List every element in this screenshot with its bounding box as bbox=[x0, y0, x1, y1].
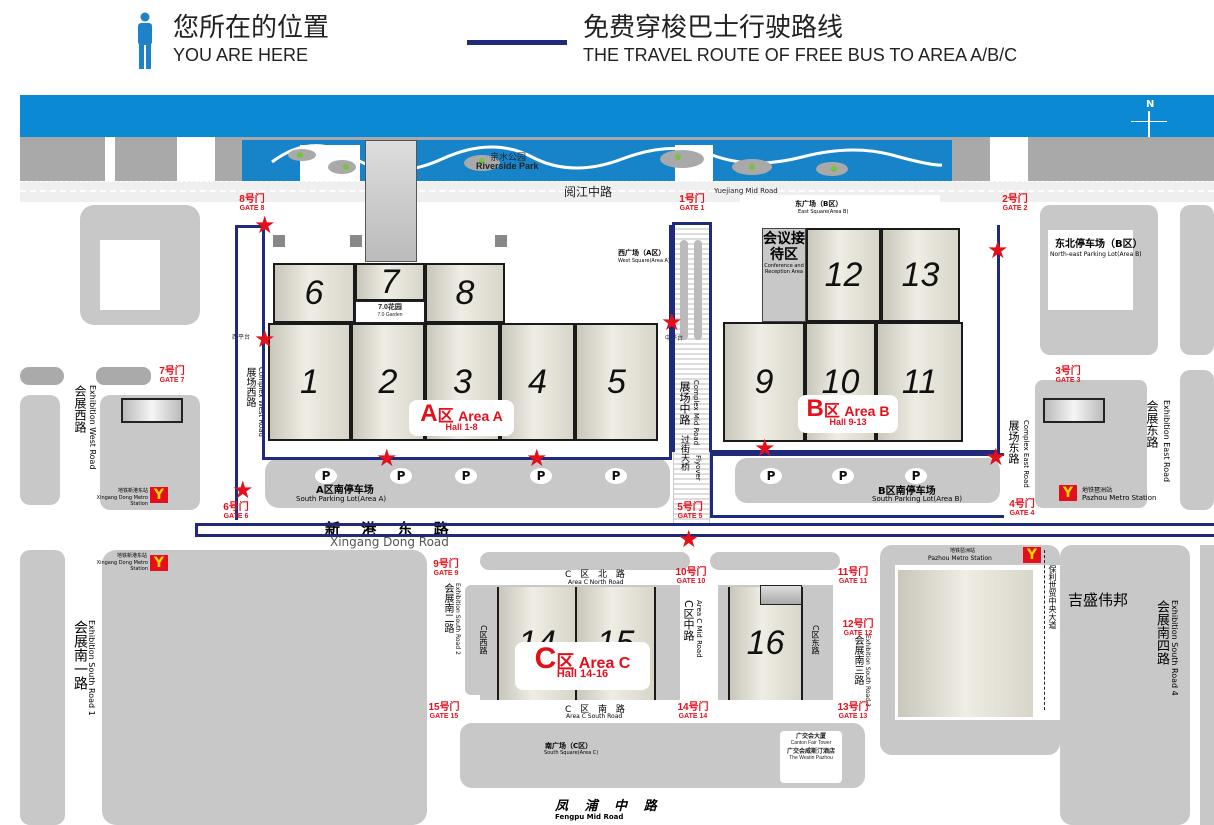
route-cn: 免费穿梭巴士行驶路线 bbox=[583, 13, 844, 43]
route-b-south bbox=[710, 453, 1004, 518]
jisheng-label: 吉盛伟邦 bbox=[1068, 591, 1129, 609]
canton-fair-tower[interactable]: 广交会大厦 Canton Fair Tower 广交会威斯汀酒店 The Wes… bbox=[780, 731, 842, 783]
star-central-platform: ★ bbox=[661, 308, 683, 336]
hall-16[interactable]: 16 bbox=[728, 587, 803, 700]
route-area-a bbox=[262, 225, 672, 460]
star-west-platform: ★ bbox=[254, 325, 276, 353]
you-are-here-en: YOU ARE HERE bbox=[173, 45, 309, 65]
star-gate8: ★ bbox=[254, 211, 276, 239]
hall-13[interactable]: 13 bbox=[881, 228, 960, 322]
you-are-here-cn: 您所在的位置 bbox=[173, 13, 330, 43]
star-a-south-2: ★ bbox=[526, 444, 548, 472]
star-gate2: ★ bbox=[987, 236, 1009, 264]
map: N S 亲水公园 Riverside Park 阅江中路 Yuejiang Mi… bbox=[20, 95, 1214, 825]
area-c-badge: C区 Area C Hall 14-16 bbox=[515, 642, 650, 690]
route-line-swatch bbox=[467, 40, 567, 45]
complex-mid-cn: 展场中路 bbox=[678, 381, 691, 425]
hall-8[interactable]: 8 bbox=[425, 263, 505, 323]
hall-9[interactable]: 9 bbox=[723, 322, 805, 442]
route-west-loop bbox=[235, 225, 265, 520]
park-en: Riverside Park bbox=[476, 161, 539, 171]
xingang-en: Xingang Dong Road bbox=[330, 535, 449, 549]
pearl-river bbox=[20, 95, 1214, 137]
route-center-loop bbox=[672, 222, 712, 452]
route-area-b bbox=[710, 225, 1000, 453]
star-gate6: ★ bbox=[232, 476, 254, 504]
sw-block bbox=[102, 550, 427, 825]
hall-1[interactable]: 1 bbox=[268, 323, 351, 441]
hall-5[interactable]: 5 bbox=[575, 323, 658, 441]
hall-12[interactable]: 12 bbox=[806, 228, 881, 322]
park-cn: 亲水公园 bbox=[490, 152, 527, 162]
area-a-badge: A区 Area A Hall 1-8 bbox=[409, 400, 514, 436]
west-square-cn: 西广场（A区） bbox=[618, 249, 666, 257]
pazhou-building bbox=[898, 570, 1033, 717]
hall-7[interactable]: 7 bbox=[355, 263, 425, 301]
conference-area[interactable]: 会议接待区 Conference and Reception Area bbox=[762, 228, 806, 322]
metro-icon: Y bbox=[1059, 485, 1077, 501]
garden: 7.0花园 7.0 Garden bbox=[355, 301, 425, 323]
yuejiang-en: Yuejiang Mid Road bbox=[714, 187, 778, 195]
hall-6[interactable]: 6 bbox=[273, 263, 355, 323]
route-xingang bbox=[195, 523, 1214, 537]
yuejiang-cn: 阅江中路 bbox=[564, 185, 613, 199]
route-en: THE TRAVEL ROUTE OF FREE BUS TO AREA A/B… bbox=[583, 45, 1018, 65]
park-path bbox=[271, 144, 943, 176]
compass-north: N bbox=[1146, 99, 1155, 110]
star-gate4: ★ bbox=[985, 443, 1007, 471]
area-b-badge: B区 Area B Hall 9-13 bbox=[798, 395, 898, 433]
star-gate5: ★ bbox=[678, 525, 700, 553]
hall-11[interactable]: 11 bbox=[876, 322, 963, 442]
star-a-south-1: ★ bbox=[376, 444, 398, 472]
person-icon bbox=[138, 12, 152, 69]
metro-icon: Y bbox=[150, 487, 168, 503]
star-b-south: ★ bbox=[754, 434, 776, 462]
